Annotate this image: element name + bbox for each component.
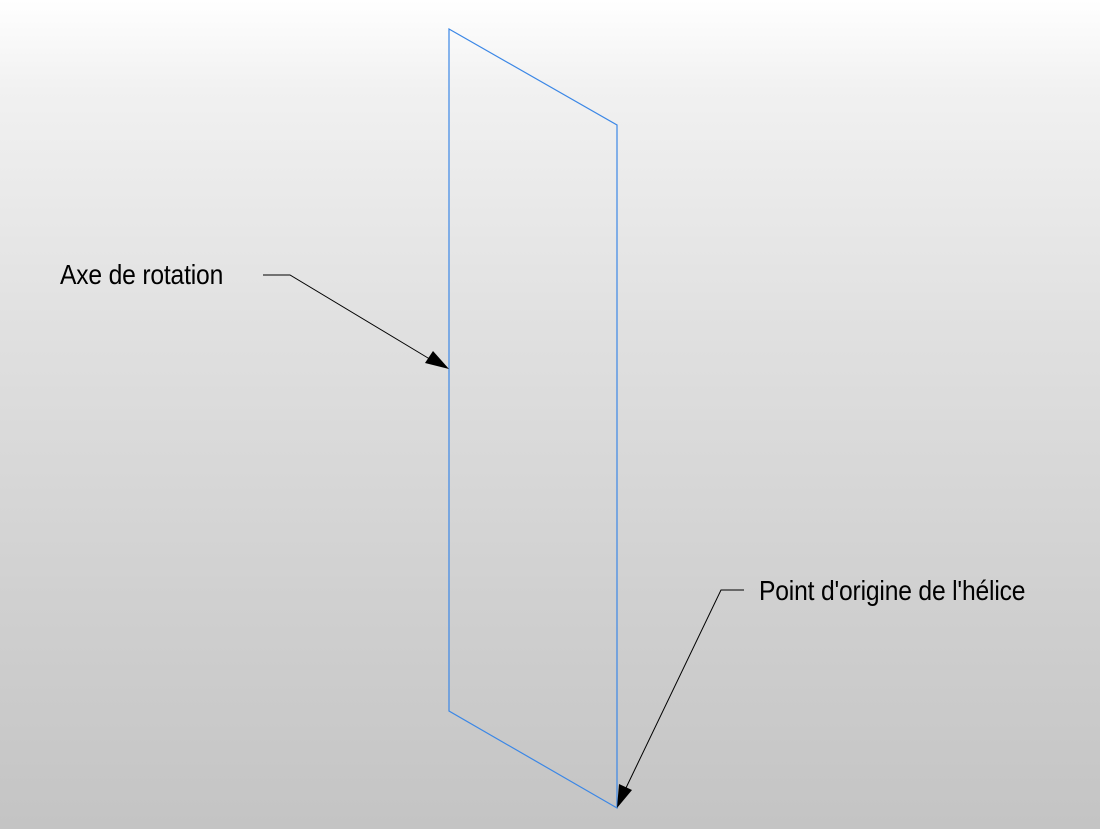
axis-leader-line <box>263 274 434 362</box>
axis-of-rotation-label: Axe de rotation <box>60 259 224 290</box>
axis-leader-arrowhead <box>425 351 449 369</box>
axis-plane-outline <box>448 27 618 810</box>
axis-leader <box>263 274 449 369</box>
helix-origin-point-label: Point d'origine de l'hélice <box>759 575 1026 606</box>
origin-leader-line <box>624 589 744 791</box>
origin-leader-arrowhead <box>617 784 632 808</box>
origin-leader <box>617 589 744 808</box>
